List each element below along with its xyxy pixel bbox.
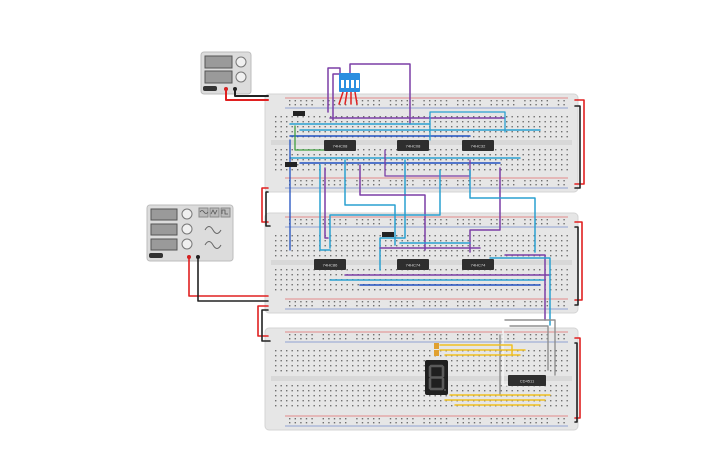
wire-dip-purple-3[interactable] bbox=[327, 67, 341, 113]
wire-mid-blue-3[interactable] bbox=[489, 257, 551, 326]
wires bbox=[188, 63, 585, 423]
chip-cd4511[interactable]: CD4511 bbox=[508, 375, 546, 386]
wire-link-blue-5[interactable] bbox=[469, 169, 536, 253]
chip-74hc32[interactable]: 74HC32 bbox=[462, 140, 494, 151]
wire-top-green-1[interactable] bbox=[294, 125, 326, 151]
wire-dip-red-1[interactable] bbox=[338, 91, 344, 105]
chip-74hc08-a[interactable]: 74HC08 bbox=[324, 140, 356, 151]
wire-left-rail-4[interactable] bbox=[261, 309, 271, 342]
wire-left-rail-3[interactable] bbox=[257, 305, 269, 337]
wire-dip-red-4[interactable] bbox=[354, 91, 358, 105]
wire-bot-yellow-3[interactable] bbox=[439, 344, 513, 356]
wire-psu-red[interactable] bbox=[225, 88, 269, 101]
chip-label: 74HC86 bbox=[323, 263, 338, 268]
wire-mid-purple-3[interactable] bbox=[504, 254, 546, 321]
chip-74hc74-b[interactable]: 74HC74 bbox=[462, 259, 494, 270]
chip-label: 74HC74 bbox=[406, 263, 421, 268]
chip-74hc86[interactable]: 74HC86 bbox=[314, 259, 346, 270]
function-generator[interactable] bbox=[146, 204, 234, 262]
wire-fgen-red[interactable] bbox=[188, 256, 269, 297]
chip-74hc74-a[interactable]: 74HC74 bbox=[397, 259, 429, 270]
chip-label: 74HC74 bbox=[471, 263, 486, 268]
board-components bbox=[285, 111, 394, 237]
wire-dip-purple-2[interactable] bbox=[349, 63, 411, 125]
chip-label: 74HC08 bbox=[406, 144, 421, 149]
wire-bot-white-1[interactable] bbox=[502, 329, 509, 386]
wire-link-purple-1[interactable] bbox=[359, 164, 426, 251]
wire-link-purple-2[interactable] bbox=[469, 167, 501, 253]
ic-chips: 74HC08 74HC08 74HC32 74HC86 74HC74 74HC7… bbox=[314, 140, 546, 386]
wire-right-rail-4[interactable] bbox=[574, 226, 579, 306]
wire-right-rail-6[interactable] bbox=[574, 342, 578, 423]
wire-dip-red-2[interactable] bbox=[344, 91, 348, 105]
wire-bot-gray-1[interactable] bbox=[504, 319, 556, 376]
chip-74hc08-b[interactable]: 74HC08 bbox=[397, 140, 429, 151]
wire-left-rail-1[interactable] bbox=[261, 187, 269, 223]
wire-link-purple-3[interactable] bbox=[324, 167, 329, 239]
power-supply[interactable] bbox=[200, 51, 252, 95]
wire-link-blue-1[interactable] bbox=[319, 164, 331, 251]
wire-left-rail-2[interactable] bbox=[265, 191, 271, 227]
seven-segment-display[interactable] bbox=[425, 343, 448, 395]
chip-label: 74HC32 bbox=[471, 144, 486, 149]
wire-link-blue-2[interactable] bbox=[344, 159, 396, 246]
wire-bot-gray-2[interactable] bbox=[509, 325, 549, 371]
dip-switch[interactable] bbox=[339, 73, 360, 92]
wire-link-blue-4[interactable] bbox=[329, 169, 441, 249]
chip-label: CD4511 bbox=[520, 379, 535, 384]
wire-right-rail-2[interactable] bbox=[574, 105, 581, 189]
wire-top-blue-4[interactable] bbox=[429, 111, 506, 141]
wire-fgen-black[interactable] bbox=[197, 256, 269, 302]
wire-link-blue-3[interactable] bbox=[379, 159, 406, 271]
wire-psu-black[interactable] bbox=[234, 88, 269, 97]
wire-top-purple-2[interactable] bbox=[384, 149, 471, 177]
chip-label: 74HC08 bbox=[333, 144, 348, 149]
